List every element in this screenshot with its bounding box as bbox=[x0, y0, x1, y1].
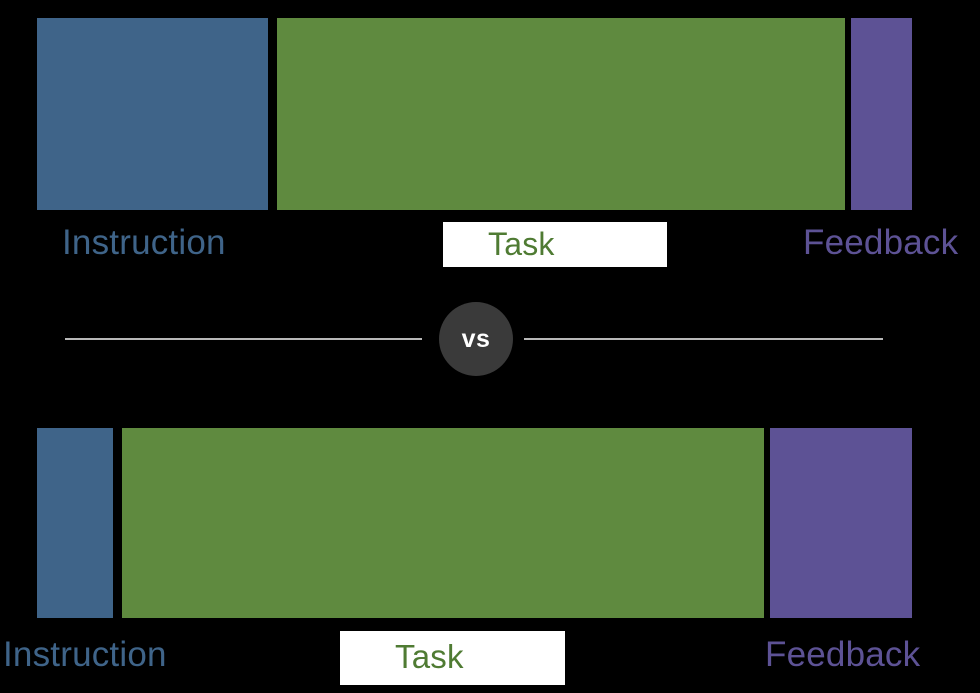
bar-feedback-bottom bbox=[770, 428, 912, 618]
divider-rule-left bbox=[65, 338, 422, 340]
label-feedback-bottom: Feedback bbox=[765, 635, 921, 674]
divider-rule-right bbox=[524, 338, 883, 340]
task-chip-top: Task bbox=[443, 222, 667, 267]
vs-badge: vs bbox=[439, 302, 513, 376]
bar-instruction-bottom bbox=[37, 428, 113, 618]
label-instruction-bottom: Instruction bbox=[3, 635, 167, 674]
bar-feedback-top bbox=[851, 18, 912, 210]
task-chip-bottom: Task bbox=[340, 631, 565, 685]
bar-task-bottom bbox=[122, 428, 764, 618]
label-task-bottom: Task bbox=[395, 638, 464, 675]
bar-instruction-top bbox=[37, 18, 268, 210]
label-task-top: Task bbox=[488, 226, 555, 262]
bar-task-top bbox=[277, 18, 845, 210]
label-instruction-top: Instruction bbox=[62, 223, 226, 262]
vs-label: vs bbox=[461, 324, 491, 353]
label-feedback-top: Feedback bbox=[803, 223, 959, 262]
